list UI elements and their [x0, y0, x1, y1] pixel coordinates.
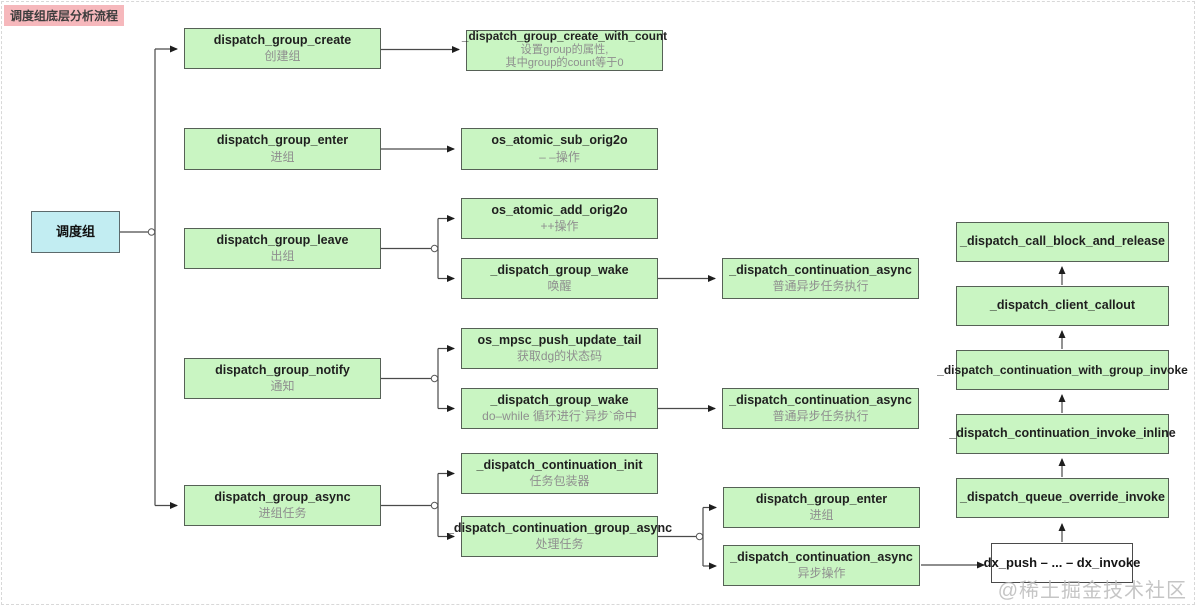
- node-title: os_mpsc_push_update_tail: [477, 332, 642, 347]
- node-dispatch-continuation-async-3: _dispatch_continuation_async 异步操作: [723, 545, 920, 586]
- node-title: dispatch_group_notify: [215, 362, 350, 377]
- junction-dot-leave: [430, 244, 439, 253]
- node-desc: 进组: [809, 508, 834, 523]
- node-title: dx_push – ... – dx_invoke: [983, 554, 1141, 570]
- node-title: _dispatch_group_wake: [490, 262, 629, 277]
- node-dispatch-queue-override-invoke: _dispatch_queue_override_invoke: [956, 478, 1169, 518]
- node-dispatch-group-create-with-count: _dispatch_group_create_with_count 设置grou…: [462, 29, 667, 71]
- node-os-mpsc-push-update-tail: os_mpsc_push_update_tail 获取dg的状态码: [461, 328, 658, 369]
- node-dispatch-continuation-invoke-inline: _dispatch_continuation_invoke_inline: [949, 414, 1176, 454]
- node-desc: 唤醒: [547, 279, 572, 294]
- node-title: _dispatch_continuation_async: [729, 392, 912, 407]
- node-desc: – –操作: [539, 149, 580, 164]
- node-title: _dispatch_continuation_group_async: [446, 520, 673, 535]
- node-title: os_atomic_sub_orig2o: [491, 133, 628, 148]
- node-dispatch-group-enter: dispatch_group_enter 进组: [184, 128, 381, 170]
- node-dx-push-dx-invoke: dx_push – ... – dx_invoke: [984, 543, 1140, 583]
- node-title: _dispatch_group_wake: [490, 392, 629, 407]
- node-desc: 其中group的count等于0: [505, 57, 624, 70]
- node-dispatch-group-leave: dispatch_group_leave 出组: [184, 228, 381, 269]
- node-title: dispatch_group_create: [213, 32, 352, 47]
- node-dispatch-group-wake: _dispatch_group_wake 唤醒: [461, 258, 658, 299]
- node-dispatch-group-enter-2: dispatch_group_enter 进组: [723, 487, 920, 528]
- node-title: _dispatch_continuation_invoke_inline: [949, 426, 1176, 441]
- node-dispatch-continuation-with-group-invoke: _dispatch_continuation_with_group_invoke: [937, 350, 1188, 390]
- node-title: _dispatch_client_callout: [989, 298, 1136, 313]
- node-title: os_atomic_add_orig2o: [491, 202, 628, 217]
- node-desc: 设置group的属性,: [520, 44, 609, 57]
- node-title: dispatch_group_enter: [216, 133, 349, 148]
- node-dispatch-continuation-async-1: _dispatch_continuation_async 普通异步任务执行: [722, 258, 919, 299]
- node-title: _dispatch_continuation_with_group_invoke: [937, 362, 1188, 377]
- node-dispatch-call-block-and-release: _dispatch_call_block_and_release: [956, 222, 1169, 262]
- node-desc: 任务包装器: [529, 474, 590, 489]
- node-dispatch-group-wake-dowhile: _dispatch_group_wake do–while 循环进行`异步`命中: [461, 388, 658, 429]
- node-title: _dispatch_queue_override_invoke: [960, 490, 1165, 505]
- node-desc: 普通异步任务执行: [772, 279, 869, 294]
- node-dispatch-continuation-async-2: _dispatch_continuation_async 普通异步任务执行: [722, 388, 919, 429]
- node-desc: 进组任务: [258, 506, 307, 521]
- node-title: _dispatch_continuation_async: [730, 549, 913, 564]
- node-dispatch-group-async: dispatch_group_async 进组任务: [184, 485, 381, 526]
- node-title: dispatch_group_enter: [755, 491, 888, 506]
- node-desc: do–while 循环进行`异步`命中: [482, 409, 637, 424]
- node-title: _dispatch_call_block_and_release: [960, 234, 1165, 249]
- node-desc: 创建组: [264, 49, 301, 64]
- diagram-title: 调度组底层分析流程: [4, 5, 125, 26]
- node-dispatch-group-notify: dispatch_group_notify 通知: [184, 358, 381, 399]
- watermark-text: @稀土掘金技术社区: [997, 580, 1187, 602]
- node-os-atomic-sub-orig2o: os_atomic_sub_orig2o – –操作: [461, 128, 658, 170]
- node-title: _dispatch_group_create_with_count: [461, 29, 668, 44]
- node-desc: ++操作: [540, 219, 579, 234]
- node-desc: 通知: [270, 379, 295, 394]
- node-title: _dispatch_continuation_init: [476, 457, 643, 472]
- node-desc: 进组: [270, 149, 295, 164]
- node-desc: 异步操作: [797, 566, 846, 581]
- junction-dot-notify: [430, 374, 439, 383]
- node-title: _dispatch_continuation_async: [729, 262, 912, 277]
- node-dispatch-client-callout: _dispatch_client_callout: [956, 286, 1169, 326]
- junction-dot-group: [147, 228, 156, 236]
- node-title: 调度组: [55, 223, 95, 239]
- node-title: dispatch_group_leave: [216, 232, 349, 247]
- node-desc: 获取dg的状态码: [516, 349, 603, 364]
- node-desc: 普通异步任务执行: [772, 409, 869, 424]
- junction-dot-async: [430, 501, 439, 510]
- node-dispatch-continuation-init: _dispatch_continuation_init 任务包装器: [461, 453, 658, 494]
- node-desc: 处理任务: [535, 537, 584, 552]
- node-dispatch-group-create: dispatch_group_create 创建组: [184, 28, 381, 69]
- node-desc: 出组: [270, 249, 295, 264]
- node-dispatch-continuation-group-async: _dispatch_continuation_group_async 处理任务: [447, 516, 672, 557]
- node-os-atomic-add-orig2o: os_atomic_add_orig2o ++操作: [461, 198, 658, 239]
- node-scheduling-group: 调度组: [31, 211, 120, 253]
- junction-dot-groupasync: [695, 532, 704, 541]
- node-title: dispatch_group_async: [214, 489, 351, 504]
